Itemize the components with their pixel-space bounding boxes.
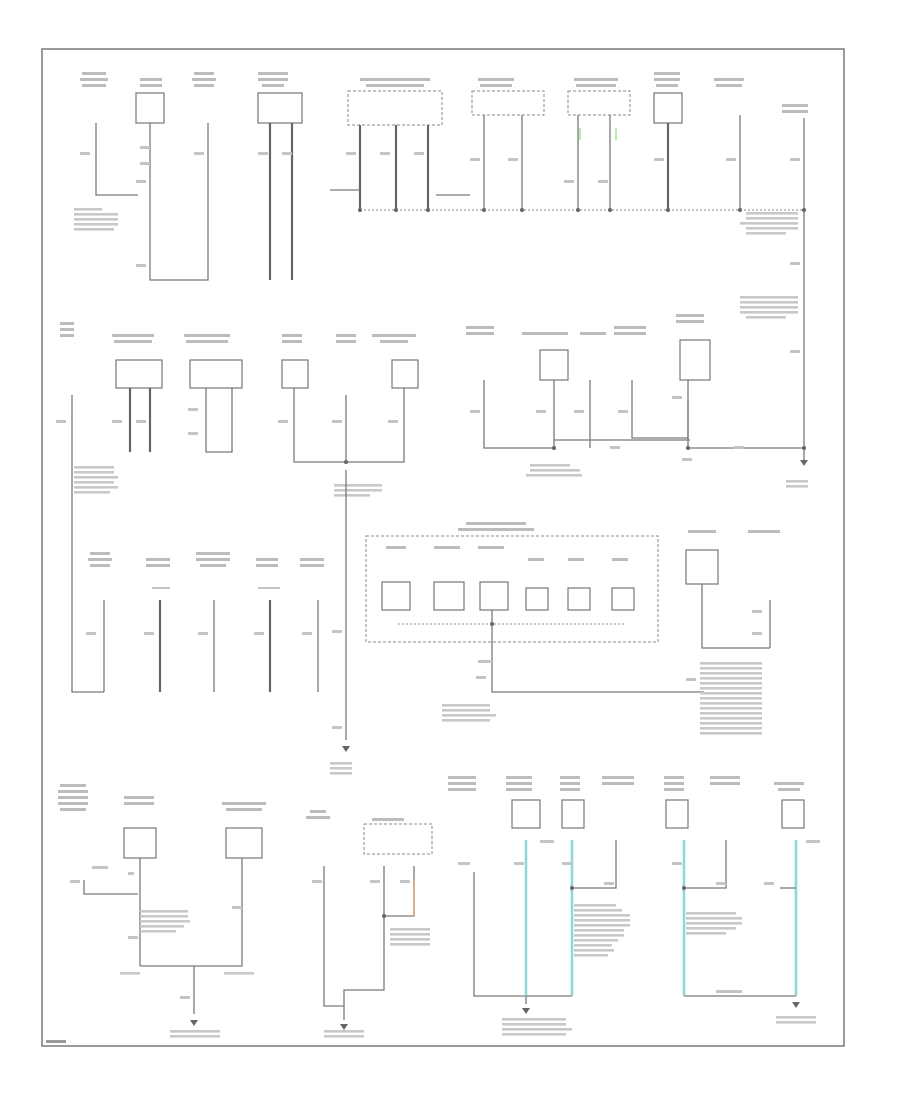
top-wire-labels [80, 146, 800, 353]
component-box [363, 823, 433, 855]
component-box [567, 587, 591, 611]
component-box [135, 92, 165, 124]
bottom-splice-notes [120, 904, 816, 1038]
diagram-frame [41, 48, 845, 1047]
component-box [685, 549, 719, 585]
lower-splice-notes [330, 662, 762, 775]
component-box [471, 90, 545, 116]
bottom-component-labels [58, 776, 804, 821]
lower-component-labels [88, 522, 780, 567]
component-box [511, 799, 541, 829]
component-box [653, 92, 683, 124]
instrument-panel-group [365, 535, 659, 643]
footer-code-mark [46, 1040, 66, 1043]
component-box [539, 349, 569, 381]
top-splice-notes [74, 208, 798, 319]
section-middle-lower [71, 460, 780, 775]
component-box [567, 90, 631, 116]
component-box [391, 359, 419, 389]
section-top [74, 72, 808, 460]
component-box [123, 827, 157, 859]
bottom-wire-labels [70, 840, 820, 999]
component-box [225, 827, 263, 859]
component-box [257, 92, 303, 124]
component-box [281, 359, 309, 389]
component-box [433, 581, 465, 611]
component-box [525, 587, 549, 611]
component-box [679, 339, 711, 381]
component-box [611, 587, 635, 611]
component-box [189, 359, 243, 389]
component-box [381, 581, 411, 611]
section-middle-upper [56, 314, 808, 497]
component-box [665, 799, 689, 829]
mid-component-labels [60, 314, 704, 343]
component-box [115, 359, 163, 389]
section-bottom [58, 776, 820, 1038]
component-box [561, 799, 585, 829]
component-box [479, 581, 509, 611]
mid-splice-notes [74, 464, 808, 497]
component-box [347, 90, 443, 126]
mid-wire-labels [56, 396, 744, 461]
component-box [781, 799, 805, 829]
top-component-labels [80, 72, 808, 113]
lower-wire-labels [86, 610, 762, 729]
